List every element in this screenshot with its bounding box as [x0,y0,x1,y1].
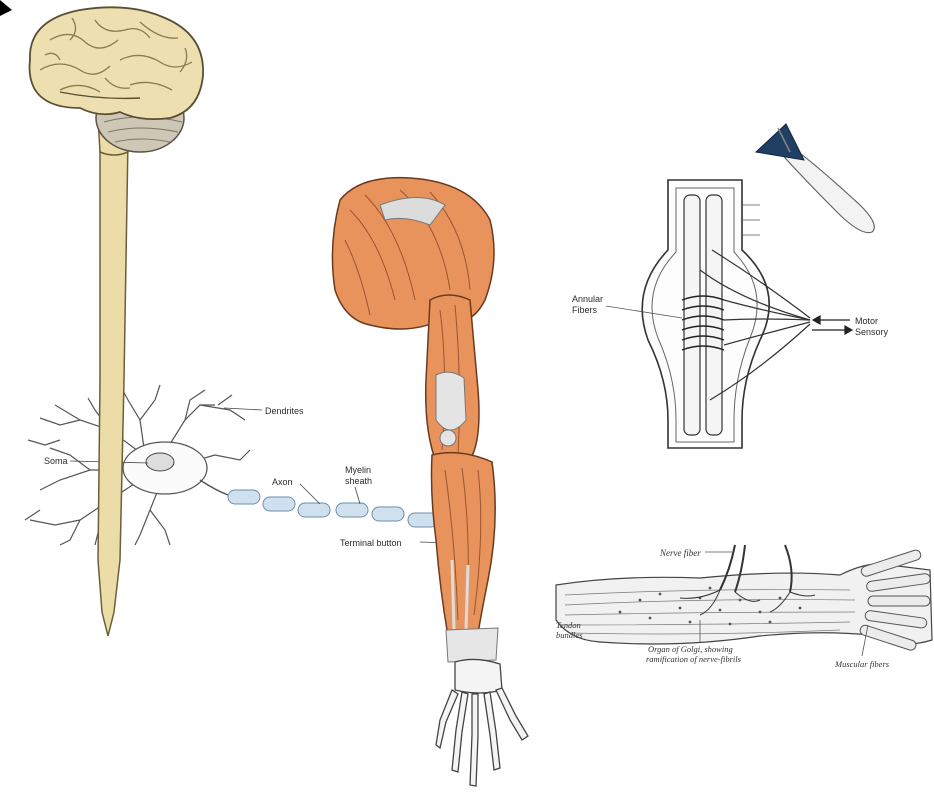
hand-skeleton [436,659,528,786]
nucleus [146,453,174,471]
cerebrum [30,7,204,119]
tendon-label-line2: bundles [556,630,583,640]
neuron-illustration: Dendrites Soma Axon Myelin sheath Termin… [25,385,482,555]
spinal-cord [98,140,128,636]
reflex-hammer-icon [756,124,874,233]
myelin-label-line1: Myelin [345,465,371,475]
myelin-segment [228,490,260,504]
organ-label-line2: ramification of nerve-fibrils [646,654,742,664]
tendon-label-line1: Tendon [556,620,581,630]
axon-label: Axon [272,477,293,487]
myelin-segment [298,503,330,517]
muscle-spindle-diagram: Annular Fibers Motor Sensory [572,180,889,448]
dendrites-label: Dendrites [265,406,304,416]
myelin-label-line2: sheath [345,476,372,486]
nerve-fiber-label: Nerve fiber [659,548,701,558]
annular-label-line1: Annular [572,294,603,304]
soma-label: Soma [44,456,68,466]
sensory-label: Sensory [855,327,889,337]
myelin-segment [372,507,404,521]
motor-label: Motor [855,316,878,326]
terminal-button-label: Terminal button [340,538,402,548]
myelin-segment [263,497,295,511]
muscular-fibers-label: Muscular fibers [834,659,890,669]
brain-and-spinal-cord [30,7,204,636]
cursor-arrow-icon [0,0,12,16]
golgi-tendon-organ-diagram: Nerve fiber Tendon bundles Organ of Golg… [556,545,932,669]
wrist [446,628,498,662]
myelin-segment [336,503,368,517]
annular-label-line2: Fibers [572,305,598,315]
organ-label-line1: Organ of Golgi, showing [648,644,733,654]
